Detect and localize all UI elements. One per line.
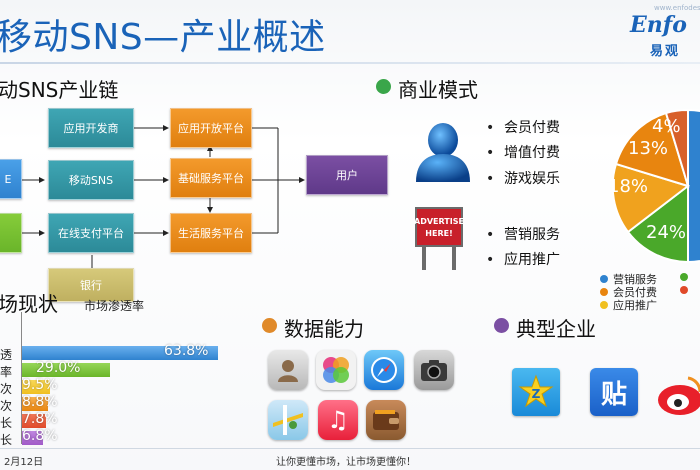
chain-section-title: 动SNS产业链	[0, 78, 119, 102]
bar-label-4: 次	[0, 399, 13, 413]
bar-axis	[21, 312, 22, 444]
weibo-icon	[658, 376, 700, 415]
bar-value-4: 8.8%	[22, 394, 58, 410]
business-bullet	[376, 79, 391, 94]
pie-slice-4	[664, 108, 689, 187]
logo-url: www.enfodesk	[654, 4, 700, 12]
market-section-title: 场现状	[0, 292, 58, 316]
bar-label-1: 透	[0, 348, 13, 362]
footer-slogan: 让你更懂市场，让市场更懂你！	[276, 457, 416, 468]
business-item-games: •游戏娱乐	[486, 171, 560, 187]
pie-legend-app-promotion: 应用推广	[600, 297, 657, 313]
pie-slice-13	[614, 111, 690, 188]
music-icon: ♫	[318, 400, 358, 440]
logo-wordmark: Enfo	[630, 12, 687, 38]
bar-6	[22, 431, 43, 445]
logo-subtitle: 易观	[650, 44, 681, 59]
wallet-icon	[366, 400, 406, 440]
pie-label-13: 13%	[628, 138, 669, 159]
chain-box-mobile-sns: 移动SNS	[48, 160, 134, 200]
bar-5	[22, 414, 46, 428]
pie-legend-extra-dot	[680, 273, 688, 281]
bar-value-5: 7.8%	[22, 411, 58, 427]
svg-text:ADVERTISE: ADVERTISE	[414, 217, 464, 226]
chain-connectors	[22, 125, 305, 268]
chain-box-left-top: E	[0, 159, 22, 199]
chain-box-user: 用户	[306, 155, 388, 195]
enterprise-section-title: 典型企业	[516, 317, 596, 341]
footer-date: 2月12日	[4, 457, 44, 468]
business-item-app-promotion: •应用推广	[486, 252, 560, 268]
pie-label-24: 24%	[646, 222, 687, 243]
pie-legend-extra-dot-2	[680, 286, 688, 294]
chain-box-bank: 银行	[48, 268, 134, 302]
enterprise-bullet	[494, 318, 509, 333]
market-chart-title: 市场渗透率	[84, 299, 145, 313]
bar-4	[22, 397, 48, 411]
bar-value-3: 9.5%	[22, 377, 58, 393]
game-center-icon	[316, 350, 356, 390]
footer-divider	[0, 448, 700, 470]
chain-box-basic-service: 基础服务平台	[170, 158, 252, 198]
market-bar-chart: 透 63.8% 率 29.0% 次 9.5% 次 8.8% 长 7.8% 长 6…	[0, 312, 240, 447]
bar-label-3: 次	[0, 382, 13, 396]
pie-legend-membership: 会员付费	[600, 284, 657, 300]
qzone-icon: Z	[512, 368, 560, 416]
chain-box-payment: 在线支付平台	[48, 213, 134, 253]
tieba-icon: 贴	[590, 368, 638, 416]
user-avatar-icon	[416, 123, 470, 182]
bar-penetration	[22, 346, 218, 360]
bar-value-6: 6.8%	[22, 428, 58, 444]
bar-rate	[22, 363, 110, 377]
pie-label-18: 18%	[608, 176, 649, 197]
bar-value-2: 29.0%	[36, 360, 81, 376]
advertise-sign-icon: ADVERTISE HERE!	[414, 207, 464, 270]
safari-icon	[364, 350, 404, 390]
svg-text:Z: Z	[532, 387, 541, 401]
business-item-value-added: •增值付费	[486, 145, 560, 161]
bar-3	[22, 380, 50, 394]
title-divider	[0, 62, 700, 64]
chain-box-left-bottom	[0, 213, 22, 253]
business-item-membership: •会员付费	[486, 120, 560, 136]
pie-slice-marketing	[687, 108, 700, 264]
chain-box-life-service: 生活服务平台	[170, 213, 252, 253]
chain-box-app-platform: 应用开放平台	[170, 108, 252, 148]
bar-label-6: 长	[0, 433, 13, 447]
business-section-title: 商业模式	[398, 78, 478, 102]
page-title: 移动SNS—产业概述	[0, 17, 326, 58]
maps-icon	[268, 400, 308, 440]
tieba-icon-label: 贴	[600, 379, 627, 410]
bar-label-2: 率	[0, 365, 13, 379]
svg-text:HERE!: HERE!	[425, 229, 452, 238]
chain-box-app-developer: 应用开发商	[48, 108, 134, 148]
camera-icon	[414, 350, 454, 390]
bar-label-5: 长	[0, 416, 13, 430]
business-item-marketing: •营销服务	[486, 227, 560, 243]
bar-value-1: 63.8%	[164, 343, 209, 359]
data-ability-bullet	[262, 318, 277, 333]
business-pie-chart	[611, 108, 700, 264]
data-ability-section-title: 数据能力	[284, 317, 364, 341]
pie-legend-marketing: 营销服务	[600, 271, 657, 287]
contacts-icon	[268, 350, 308, 390]
pie-slice-24	[626, 183, 689, 264]
pie-label-4: 4%	[652, 116, 681, 137]
